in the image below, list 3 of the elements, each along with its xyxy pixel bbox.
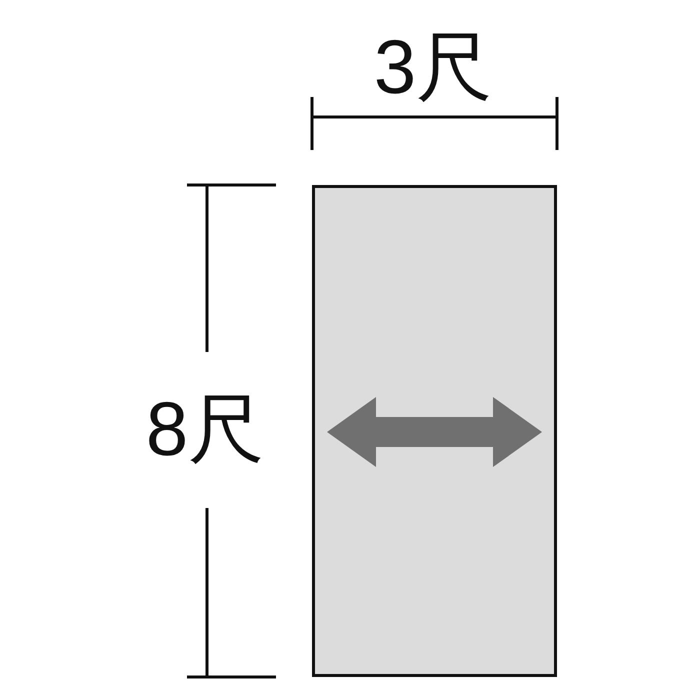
panel bbox=[312, 185, 557, 677]
dimension-label: 3尺 bbox=[374, 30, 492, 106]
dimension-label: 8尺 bbox=[146, 392, 264, 468]
